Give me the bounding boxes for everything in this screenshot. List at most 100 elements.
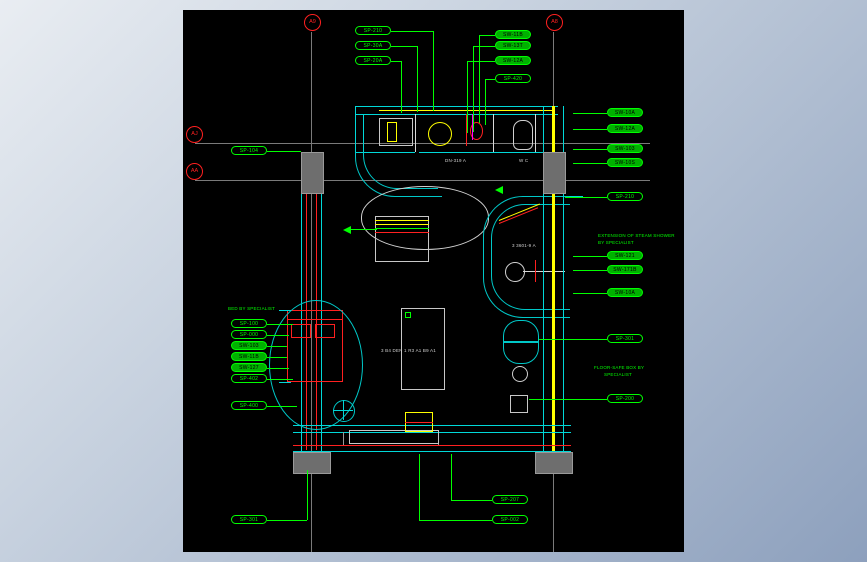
- tag-leader-28v: [419, 454, 420, 520]
- wall-bath-bottom2: [419, 152, 558, 153]
- steam-shower-enclosure-inner: [491, 204, 570, 310]
- desk-detail: [405, 312, 411, 318]
- tag-leader-14: [573, 270, 607, 271]
- right-wall-right-edge: [563, 106, 564, 452]
- tag-leader-20: [267, 335, 289, 336]
- tag-leader-10: [573, 149, 607, 150]
- detail-line-left-1: [279, 310, 291, 311]
- tag-sw-11b[interactable]: SW-11B: [495, 30, 531, 39]
- tag-sw-121[interactable]: SW-121: [607, 251, 643, 260]
- note-3601-9a: 3 3601-9 A: [512, 243, 536, 248]
- right-wall-core: [552, 106, 555, 452]
- tag-leader-9: [573, 129, 607, 130]
- tag-sw-12a[interactable]: SW-12A: [495, 56, 531, 65]
- tag-leader-17: [529, 399, 607, 400]
- right-wall-left-edge: [543, 106, 544, 452]
- tag-sw-103[interactable]: SW-103: [607, 144, 643, 153]
- tag-leader-3v: [401, 61, 402, 113]
- tag-sp-207[interactable]: SP-207: [492, 495, 528, 504]
- wardrobe-shelf-3: [375, 228, 429, 229]
- grid-bubble-aa: AA: [186, 163, 203, 180]
- tag-leader-22: [267, 357, 287, 358]
- side-table-circle: [512, 366, 528, 382]
- tag-sw-12a-r[interactable]: SW-12A: [607, 124, 643, 133]
- tag-leader-27: [451, 500, 492, 501]
- tag-leader-4v: [479, 35, 480, 123]
- tag-sp-000[interactable]: SP-000: [231, 330, 267, 339]
- steam-shower-crossbar: [535, 260, 536, 282]
- tag-sw-103-l[interactable]: SW-103: [231, 341, 267, 350]
- tag-sp-210-r[interactable]: SP-210: [607, 192, 643, 201]
- tag-leader-6: [467, 61, 495, 62]
- tag-sp-104[interactable]: SP-104: [231, 146, 267, 155]
- tag-sp-301-bl[interactable]: SP-301: [231, 515, 267, 524]
- tag-sp-20a[interactable]: SP-20A: [355, 56, 391, 65]
- bidet-icon: [470, 122, 483, 140]
- wardrobe-shelf-2: [375, 224, 429, 225]
- arrow-left-top-tail: [351, 229, 377, 230]
- tag-sw-11b-l[interactable]: SW-11B: [231, 352, 267, 361]
- tag-leader-2: [391, 46, 417, 47]
- tag-sp-400[interactable]: SP-400: [231, 401, 267, 410]
- tag-leader-5v: [473, 46, 474, 132]
- tag-leader-7: [485, 79, 495, 80]
- wall-top-inner: [355, 114, 558, 115]
- tag-leader-7v: [485, 79, 486, 125]
- tag-sp-100[interactable]: SP-100: [231, 319, 267, 328]
- wall-bath-divider-2: [493, 114, 494, 152]
- tag-leader-24: [267, 379, 293, 380]
- arrow-left-top: [343, 226, 351, 234]
- tag-sp-30a[interactable]: SP-30A: [355, 41, 391, 50]
- toilet-icon: [513, 120, 533, 150]
- steam-shower-leader: [523, 271, 565, 272]
- tag-sp-200[interactable]: SP-200: [607, 394, 643, 403]
- tag-leader-1: [391, 31, 433, 32]
- tag-leader-27v: [451, 454, 452, 500]
- tag-leader-11: [573, 163, 607, 164]
- basin-outline: [387, 122, 397, 142]
- basin-bowl-icon: [428, 122, 452, 146]
- bed-circle-detail: [269, 300, 363, 430]
- tag-sp-002[interactable]: SP-002: [492, 515, 528, 524]
- wall-left-bath-inner: [363, 114, 364, 152]
- tag-leader-15: [573, 293, 607, 294]
- tag-sp-420[interactable]: SP-420: [495, 74, 531, 83]
- tag-sw-10s[interactable]: SW-10S: [607, 158, 643, 167]
- door-swing-plus-v: [343, 400, 344, 420]
- note-floor-safe-1: FLOOR-SAFE BOX BY: [594, 365, 645, 370]
- column-top-a8: [543, 152, 566, 194]
- tag-leader-1v: [433, 31, 434, 111]
- floor-safe-box: [510, 395, 528, 413]
- column-top-a9: [301, 152, 324, 194]
- tag-leader-28: [419, 520, 492, 521]
- window-wall-red: [293, 445, 571, 446]
- grid-bubble-a9: A9: [304, 14, 321, 31]
- tag-sp-402[interactable]: SP-402: [231, 374, 267, 383]
- detail-line-right-1: [569, 196, 583, 197]
- wall-bath-divider-1: [415, 114, 416, 152]
- tag-sw-10a-b[interactable]: SW-10A: [607, 288, 643, 297]
- tag-sp-210[interactable]: SP-210: [355, 26, 391, 35]
- door-swing-plus: [333, 400, 355, 422]
- arrow-right-mid: [495, 186, 503, 194]
- wall-left-bath-outer: [355, 106, 356, 152]
- grid-bubble-aj: AJ: [186, 126, 203, 143]
- note-steam-shower-1: EXTENSION OF STEAM SHOWER: [598, 233, 675, 238]
- window-wall-bottom: [293, 451, 571, 452]
- note-bed-by-specialist: BED BY SPECIALIST: [228, 306, 276, 311]
- tag-sw-13t[interactable]: SW-13T: [495, 41, 531, 50]
- tag-leader-16: [539, 339, 607, 340]
- tag-sw-127[interactable]: SW-127: [231, 363, 267, 372]
- tag-sw-10a[interactable]: SW-10A: [607, 108, 643, 117]
- tag-sw-171b[interactable]: SW-171B: [607, 265, 643, 274]
- av-unit-mark: [405, 422, 433, 423]
- tag-leader-25: [267, 406, 297, 407]
- note-dn-319a: DN-319 A: [445, 158, 467, 163]
- tag-leader-5: [473, 46, 495, 47]
- note-floor-safe-2: SPECIALIST: [604, 372, 633, 377]
- wall-bath-divider-3: [535, 114, 536, 152]
- tag-leader-19: [267, 324, 293, 325]
- tag-leader-6v: [467, 61, 468, 133]
- tag-sp-301-r[interactable]: SP-301: [607, 334, 643, 343]
